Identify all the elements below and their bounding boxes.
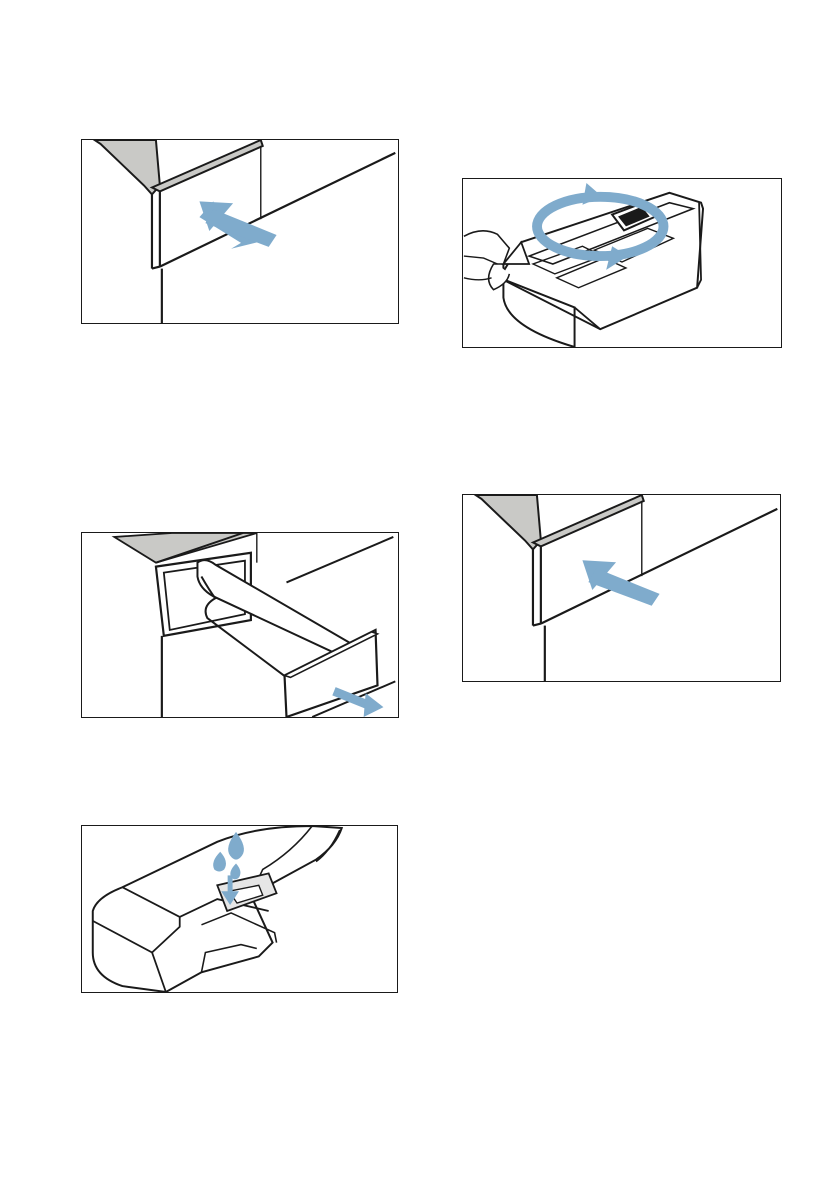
figure-water-drops-drawer	[81, 825, 398, 993]
insert-drawer-arrow-icon	[82, 140, 398, 323]
figure-pull-out-drawer	[81, 532, 399, 718]
figure-rotate-drawer	[462, 178, 782, 348]
insert-drawer-arrow-icon	[463, 495, 780, 681]
rotate-drawer-icon	[463, 179, 781, 347]
pull-out-drawer-icon	[82, 533, 398, 717]
figure-insert-drawer	[81, 139, 399, 324]
figure-insert-drawer-closing	[462, 494, 781, 682]
water-drops-drawer-icon	[82, 826, 397, 992]
